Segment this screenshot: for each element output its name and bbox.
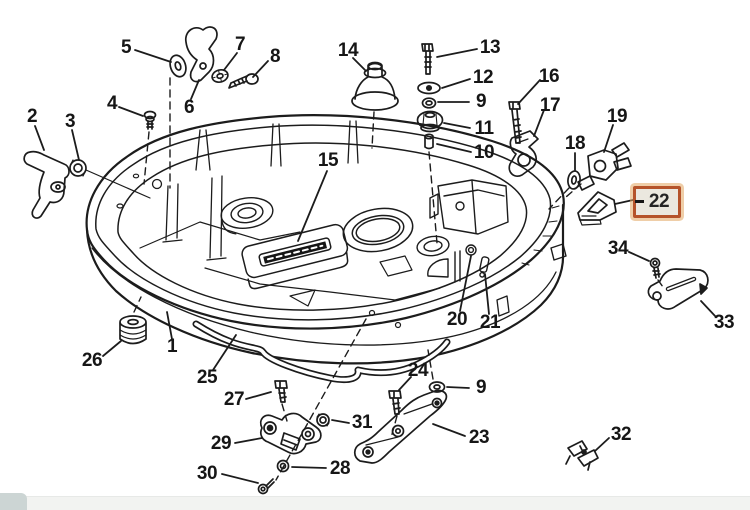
lower-engine-cover: [85, 114, 567, 384]
part-callout-15[interactable]: 15: [317, 150, 339, 171]
part-8-bolt: [228, 73, 259, 89]
part-32-clamp: [565, 440, 599, 471]
part-4-screw: [143, 110, 157, 130]
part-callout-2[interactable]: 2: [26, 106, 38, 127]
part-callout-29[interactable]: 29: [210, 433, 232, 454]
part-31-nut: [316, 413, 330, 427]
part-9-washer-bottom: [428, 381, 446, 393]
part-34-bolt: [649, 257, 661, 279]
part-20-nut: [465, 244, 477, 256]
part-callout-4[interactable]: 4: [106, 93, 118, 114]
part-callout-31[interactable]: 31: [351, 412, 373, 433]
part-callout-26[interactable]: 26: [81, 350, 103, 371]
part-callout-21[interactable]: 21: [479, 312, 501, 333]
part-7-washer: [211, 68, 229, 84]
part-callout-23[interactable]: 23: [468, 427, 490, 448]
part-callout-32[interactable]: 32: [610, 424, 632, 445]
part-2-clamp-lever: [23, 150, 70, 219]
part-24-bolt: [388, 390, 402, 415]
part-callout-18[interactable]: 18: [564, 133, 586, 154]
part-33-bracket: [647, 268, 709, 310]
part-callout-17[interactable]: 17: [539, 95, 561, 116]
highlighted-part-number: 22: [648, 191, 670, 212]
part-12-washer: [417, 81, 441, 95]
part-callout-1[interactable]: 1: [166, 336, 178, 357]
part-11-grommet: [416, 110, 444, 133]
part-callout-33[interactable]: 33: [713, 312, 735, 333]
part-callout-12[interactable]: 12: [472, 67, 494, 88]
leader-dash-into-box: [635, 200, 644, 203]
part-29-bracket: [259, 412, 322, 455]
part-callout-27[interactable]: 27: [223, 389, 245, 410]
part-callout-7[interactable]: 7: [234, 34, 246, 55]
part-callout-3[interactable]: 3: [64, 111, 76, 132]
part-16-bolt: [508, 101, 522, 144]
part-callout-20[interactable]: 20: [446, 309, 468, 330]
part-callout-5[interactable]: 5: [120, 37, 132, 58]
part-30-screw: [257, 478, 275, 495]
part-callout-11[interactable]: 11: [474, 118, 494, 139]
part-6-hook-bracket: [184, 26, 218, 83]
corner-tab[interactable]: [0, 493, 27, 510]
part-callout-13[interactable]: 13: [479, 37, 501, 58]
part-27-bolt: [274, 380, 288, 403]
part-callout-8[interactable]: 8: [269, 46, 281, 67]
part-callout-25[interactable]: 25: [196, 367, 218, 388]
part-callout-24[interactable]: 24: [407, 360, 429, 381]
part-10-spacer: [424, 133, 434, 150]
part-13-bolt: [421, 43, 434, 75]
part-18-grommet-washer: [567, 170, 581, 190]
part-callout-14[interactable]: 14: [337, 40, 359, 61]
part-callout-28[interactable]: 28: [329, 458, 351, 479]
part-callout-30[interactable]: 30: [196, 463, 218, 484]
part-22-rubber-mount: [577, 191, 617, 226]
part-callout-19[interactable]: 19: [606, 106, 628, 127]
part-26-grommet: [119, 315, 147, 345]
part-28-nut: [276, 459, 290, 473]
part-callout-34[interactable]: 34: [607, 238, 629, 259]
part-callout-6[interactable]: 6: [183, 97, 195, 118]
leader-lines: [34, 48, 717, 484]
part-callout-9[interactable]: 9: [475, 91, 487, 112]
part-callout-10[interactable]: 10: [473, 142, 495, 163]
part-callout-9b[interactable]: 9: [475, 377, 487, 398]
highlighted-part-callout-22[interactable]: 22: [633, 186, 681, 218]
part-23-bracket-plate: [353, 389, 448, 464]
part-17-cable-clamp: [508, 130, 539, 177]
part-14-rubber-boot: [351, 61, 399, 111]
part-3-nut: [69, 159, 151, 199]
part-callout-16[interactable]: 16: [538, 66, 560, 87]
part-19-fitting: [577, 142, 632, 191]
part-9-nut-top: [421, 97, 437, 109]
bottom-strip: [0, 496, 750, 510]
part-5-washer: [169, 54, 187, 78]
